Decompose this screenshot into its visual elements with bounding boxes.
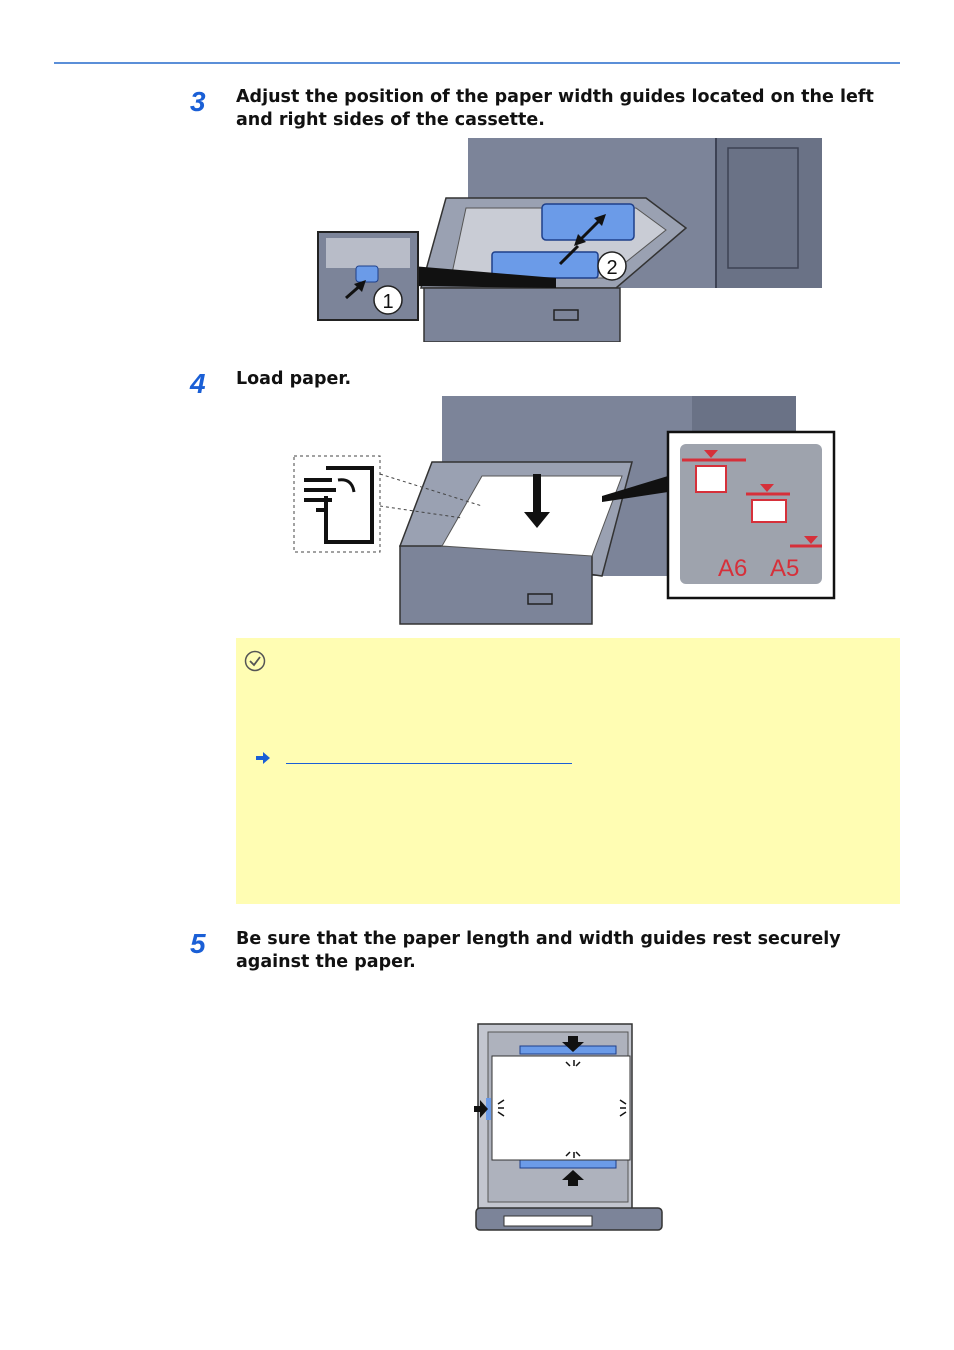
step-4-number: 4 bbox=[190, 368, 206, 399]
size-label-a6: A6 bbox=[718, 555, 747, 582]
header-rule bbox=[54, 62, 900, 64]
guides-secure-illustration bbox=[474, 1023, 663, 1231]
callout-1: 1 bbox=[382, 291, 393, 313]
step-5-text: Be sure that the paper length and width … bbox=[236, 929, 841, 972]
callout-2: 2 bbox=[606, 257, 617, 279]
check-circle-icon bbox=[244, 650, 266, 672]
note-reference-link[interactable] bbox=[256, 752, 572, 764]
link-underline bbox=[286, 762, 572, 764]
note-box bbox=[236, 638, 900, 904]
step-5-number: 5 bbox=[190, 928, 206, 959]
step-3-text: Adjust the position of the paper width g… bbox=[236, 87, 874, 130]
width-guide-illustration: 1 2 bbox=[317, 138, 822, 342]
size-label-a5: A5 bbox=[770, 555, 799, 582]
step-3-number: 3 bbox=[190, 86, 206, 117]
step-4-text: Load paper. bbox=[236, 369, 352, 389]
arrow-right-icon bbox=[256, 752, 270, 764]
load-paper-illustration: A6 A5 bbox=[293, 396, 836, 625]
paper-orientation-icon bbox=[304, 466, 374, 544]
